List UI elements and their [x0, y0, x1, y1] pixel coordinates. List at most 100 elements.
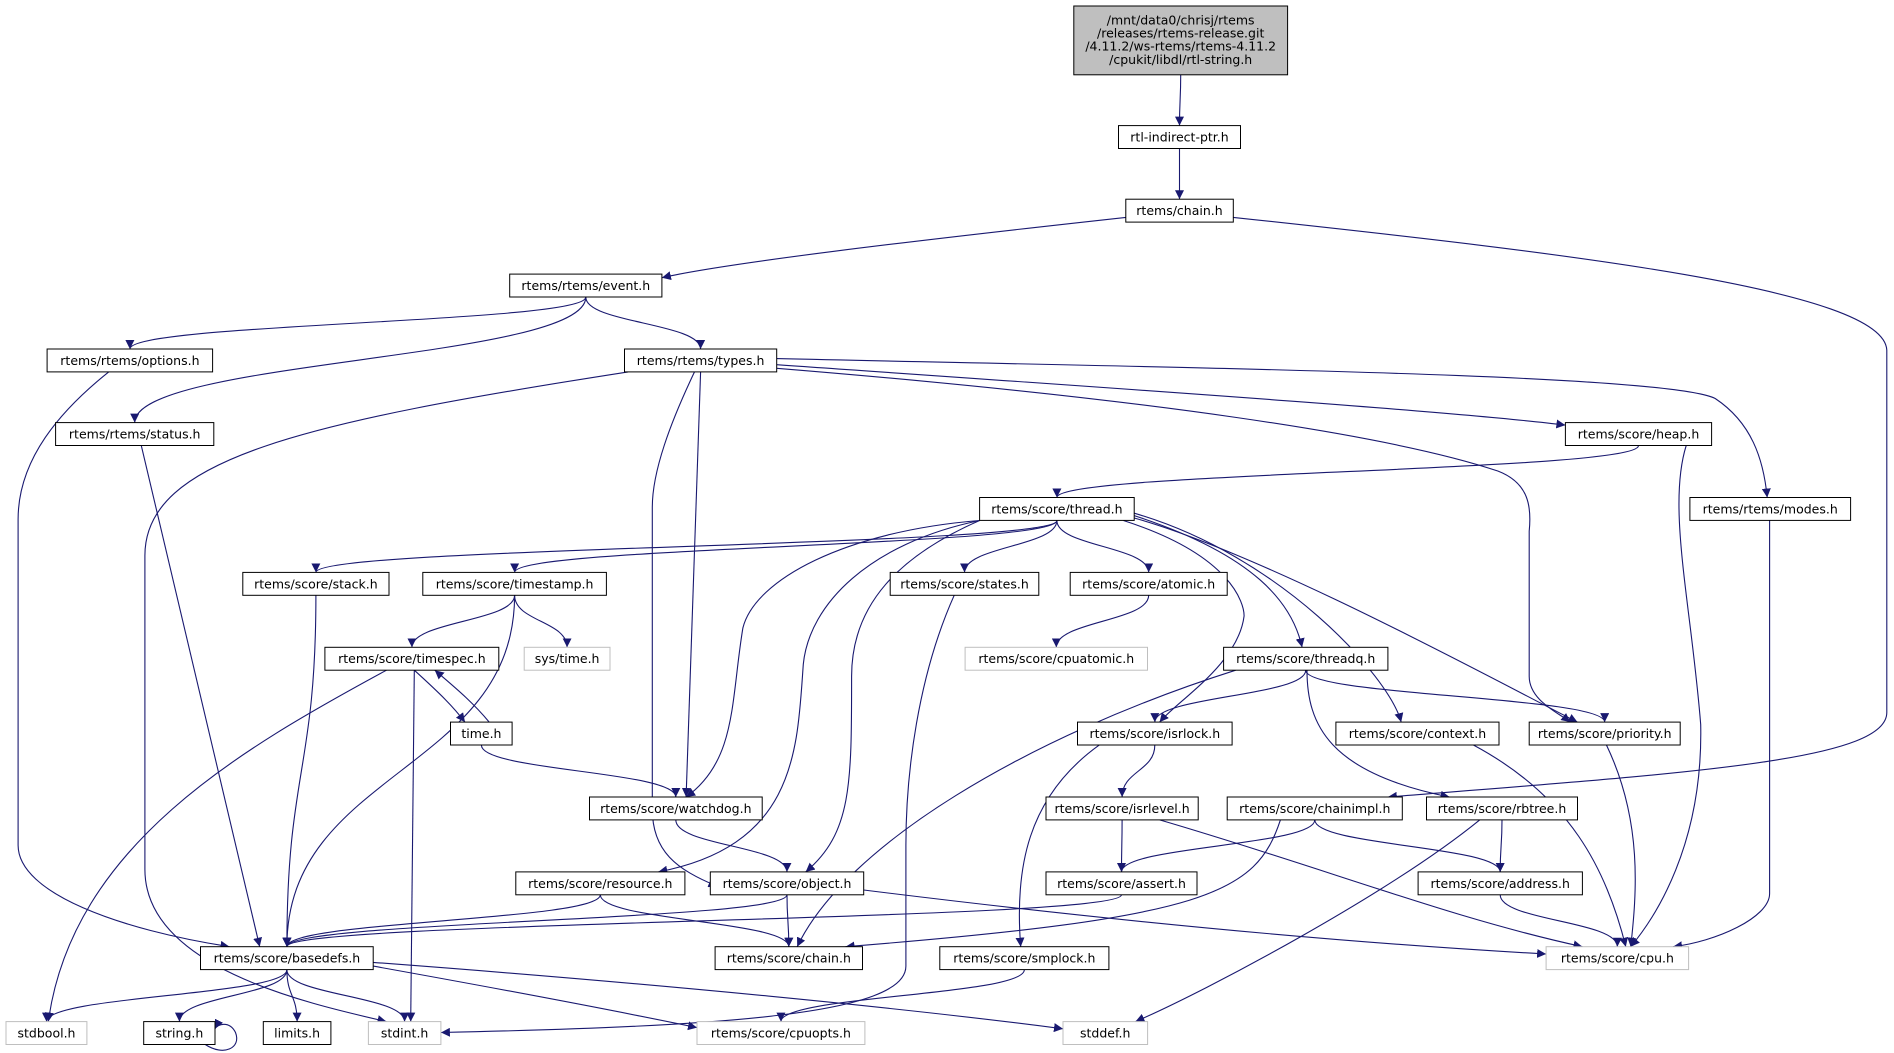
node-schain[interactable]: rtems/score/chain.h	[714, 946, 863, 971]
edge-isrlock-to-isrlevel	[1117, 745, 1156, 798]
node-label-timestamp: rtems/score/timestamp.h	[436, 576, 594, 591]
node-stack[interactable]: rtems/score/stack.h	[242, 571, 390, 596]
node-timeh[interactable]: time.h	[450, 721, 513, 746]
edge-types-to-object	[651, 371, 718, 888]
edge-root-to-indirect	[1175, 74, 1185, 126]
node-threadq[interactable]: rtems/score/threadq.h	[1223, 646, 1389, 671]
edge-basedefs-to-cpuopts	[373, 965, 698, 1031]
node-label-root-line-4: /cpukit/libdl/rtl-string.h	[1109, 52, 1252, 67]
edge-chain-to-chainimpl	[1233, 216, 1888, 801]
node-atomic[interactable]: rtems/score/atomic.h	[1069, 571, 1228, 596]
edge-thread-to-watchdog	[685, 519, 980, 798]
edge-threadq-to-schain	[796, 669, 1236, 947]
edge-isrlevel-to-assert	[1117, 819, 1127, 872]
edge-thread-to-object	[805, 519, 980, 873]
node-label-threadq: rtems/score/threadq.h	[1236, 651, 1375, 666]
node-box-cpuatomic	[964, 646, 1148, 671]
node-status[interactable]: rtems/rtems/status.h	[55, 422, 215, 447]
node-stddef: stddef.h	[1062, 1021, 1149, 1045]
node-priority[interactable]: rtems/score/priority.h	[1528, 721, 1681, 746]
edge-event-to-options	[125, 296, 587, 350]
node-chain[interactable]: rtems/chain.h	[1125, 198, 1234, 223]
node-label-rbtree: rtems/score/rbtree.h	[1438, 801, 1567, 816]
node-box-types	[624, 348, 778, 373]
node-label-limits: limits.h	[274, 1026, 320, 1041]
node-object[interactable]: rtems/score/object.h	[709, 871, 865, 896]
edge-types-to-heap	[776, 364, 1566, 429]
node-label-event: rtems/rtems/event.h	[521, 278, 650, 293]
node-label-stddef: stddef.h	[1080, 1026, 1130, 1041]
node-label-schain: rtems/score/chain.h	[727, 951, 851, 966]
node-stdbool: stdbool.h	[5, 1021, 88, 1045]
node-thread[interactable]: rtems/score/thread.h	[979, 497, 1135, 521]
edge-timespec-to-stdbool	[45, 669, 387, 1022]
edge-smplock-to-cpuopts	[776, 969, 1025, 1022]
node-isrlevel[interactable]: rtems/score/isrlevel.h	[1045, 796, 1199, 821]
node-states[interactable]: rtems/score/states.h	[889, 571, 1040, 596]
edge-isrlevel-to-cpu	[1159, 819, 1583, 950]
node-label-root-line-3: /4.11.2/ws-rtems/rtems-4.11.2	[1085, 39, 1276, 54]
node-context[interactable]: rtems/score/context.h	[1335, 721, 1500, 746]
node-box-isrlock	[1077, 721, 1233, 746]
node-rbtree[interactable]: rtems/score/rbtree.h	[1426, 796, 1578, 821]
node-resource[interactable]: rtems/score/resource.h	[515, 871, 686, 896]
node-indirect[interactable]: rtl-indirect-ptr.h	[1118, 125, 1241, 149]
node-box-options	[46, 348, 214, 373]
node-options[interactable]: rtems/rtems/options.h	[46, 348, 214, 373]
edge-chainimpl-to-assert	[1117, 819, 1316, 873]
node-chainimpl[interactable]: rtems/score/chainimpl.h	[1226, 796, 1403, 821]
node-address[interactable]: rtems/score/address.h	[1417, 871, 1583, 896]
node-box-stdbool	[5, 1021, 88, 1045]
node-string[interactable]: string.h	[143, 1021, 216, 1045]
node-root[interactable]: /mnt/data0/chrisj/rtems/releases/rtems-r…	[1073, 5, 1289, 76]
node-label-timeh: time.h	[461, 726, 501, 741]
node-label-basedefs: rtems/score/basedefs.h	[214, 951, 361, 966]
edge-heap-to-cpu	[1630, 445, 1702, 948]
node-timestamp[interactable]: rtems/score/timestamp.h	[422, 571, 607, 596]
node-box-limits	[262, 1021, 332, 1045]
node-assert[interactable]: rtems/score/assert.h	[1045, 871, 1198, 896]
node-types[interactable]: rtems/rtems/types.h	[624, 348, 778, 373]
node-label-timespec: rtems/score/timespec.h	[338, 651, 486, 666]
edge-types-to-watchdog	[681, 371, 702, 798]
node-label-address: rtems/score/address.h	[1430, 876, 1569, 891]
node-timespec[interactable]: rtems/score/timespec.h	[324, 646, 500, 671]
node-heap[interactable]: rtems/score/heap.h	[1564, 422, 1713, 447]
edge-watchdog-to-object	[675, 819, 792, 872]
node-cpu: rtems/score/cpu.h	[1545, 946, 1690, 971]
node-box-status	[55, 422, 215, 447]
node-systime: sys/time.h	[523, 646, 611, 671]
edge-thread-to-states	[960, 520, 1058, 573]
node-modes[interactable]: rtems/rtems/modes.h	[1689, 497, 1852, 521]
node-basedefs[interactable]: rtems/score/basedefs.h	[200, 946, 374, 971]
node-label-watchdog: rtems/score/watchdog.h	[600, 801, 751, 816]
node-label-options: rtems/rtems/options.h	[60, 353, 199, 368]
node-box-schain	[714, 946, 863, 971]
node-limits[interactable]: limits.h	[262, 1021, 332, 1045]
edge-timespec-to-timeh	[413, 669, 466, 723]
node-box-basedefs	[200, 946, 374, 971]
node-box-rbtree	[1426, 796, 1578, 821]
edge-object-to-basedefs	[282, 894, 788, 948]
node-event[interactable]: rtems/rtems/event.h	[509, 273, 663, 298]
edge-thread-to-resource	[658, 519, 980, 875]
node-isrlock[interactable]: rtems/score/isrlock.h	[1077, 721, 1233, 746]
edge-event-to-status	[130, 297, 587, 423]
node-box-timestamp	[422, 571, 607, 596]
edge-threadq-to-rbtree	[1306, 670, 1450, 800]
node-box-modes	[1689, 497, 1852, 521]
node-watchdog[interactable]: rtems/score/watchdog.h	[589, 796, 763, 821]
node-label-stdbool: stdbool.h	[18, 1026, 76, 1041]
node-label-stack: rtems/score/stack.h	[254, 576, 378, 591]
node-label-chainimpl: rtems/score/chainimpl.h	[1239, 801, 1390, 816]
edge-types-to-modes	[776, 358, 1771, 498]
node-box-indirect	[1118, 125, 1241, 149]
node-box-states	[889, 571, 1040, 596]
edge-thread-to-timestamp	[510, 520, 1058, 573]
node-cpuopts: rtems/score/cpuopts.h	[696, 1021, 866, 1045]
node-smplock[interactable]: rtems/score/smplock.h	[939, 946, 1110, 971]
edge-basedefs-to-stdbool	[42, 969, 288, 1022]
node-box-cpuopts	[696, 1021, 866, 1045]
node-box-thread	[979, 497, 1135, 521]
